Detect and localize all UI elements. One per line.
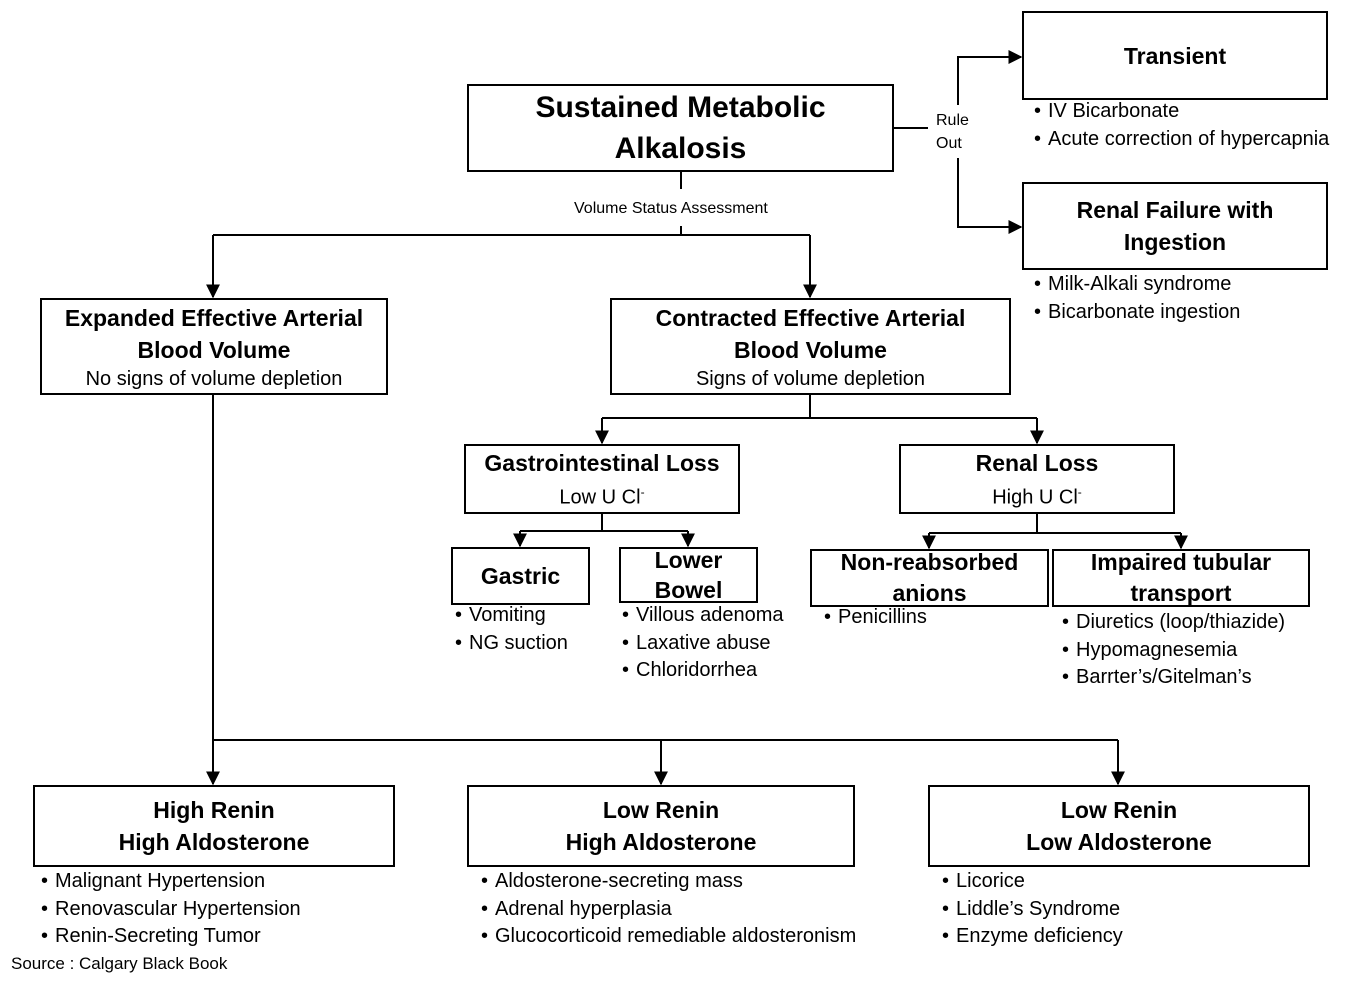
gi-loss-subtitle: Low U Cl- <box>559 479 644 511</box>
lower-bowel-box: Lower Bowel <box>619 547 758 603</box>
non-reabsorbed-list: Penicillins <box>824 604 927 632</box>
list-item: Villous adenoma <box>622 602 784 630</box>
hrha-list: Malignant Hypertension Renovascular Hype… <box>41 868 301 951</box>
non-reabsorbed-box: Non-reabsorbed anions <box>810 549 1049 607</box>
lrha-list: Aldosterone-secreting mass Adrenal hyper… <box>481 868 856 951</box>
root-box: Sustained Metabolic Alkalosis <box>467 84 894 172</box>
hrha-title-1: High Renin <box>153 797 275 823</box>
list-item: Renovascular Hypertension <box>41 896 301 924</box>
gastric-title: Gastric <box>480 563 561 589</box>
high-renin-high-aldo-box: High Renin High Aldosterone <box>33 785 395 867</box>
lrha-title-2: High Aldosterone <box>565 829 757 855</box>
low-renin-high-aldo-box: Low Renin High Aldosterone <box>467 785 855 867</box>
impaired-title-1: Impaired tubular <box>1090 549 1272 575</box>
list-item: IV Bicarbonate <box>1034 98 1329 126</box>
expanded-title-2: Blood Volume <box>137 336 291 363</box>
hrha-title-2: High Aldosterone <box>118 829 310 855</box>
list-item: Bicarbonate ingestion <box>1034 299 1240 327</box>
gi-loss-superscript: - <box>640 485 645 500</box>
rule-out-label: Rule Out <box>936 109 969 155</box>
arrow-to-renal-failure <box>957 158 1023 234</box>
gi-loss-box: Gastrointestinal Loss Low U Cl- <box>464 444 740 514</box>
list-item: Licorice <box>942 868 1123 896</box>
rule-out-line-2: Out <box>936 135 962 152</box>
list-item: Aldosterone-secreting mass <box>481 868 856 896</box>
list-item: Laxative abuse <box>622 630 784 658</box>
renal-loss-subtitle-text: High U Cl <box>992 486 1078 509</box>
root-title: Sustained Metabolic Alkalosis <box>535 91 826 165</box>
low-renin-low-aldo-box: Low Renin Low Aldosterone <box>928 785 1310 867</box>
lrla-list: Licorice Liddle’s Syndrome Enzyme defici… <box>942 868 1123 951</box>
transient-list: IV Bicarbonate Acute correction of hyper… <box>1034 98 1329 153</box>
list-item: Malignant Hypertension <box>41 868 301 896</box>
lrla-title-2: Low Aldosterone <box>1026 829 1212 855</box>
list-item: Milk-Alkali syndrome <box>1034 271 1240 299</box>
expanded-box: Expanded Effective Arterial Blood Volume… <box>40 298 388 395</box>
renal-loss-title: Renal Loss <box>975 450 1099 477</box>
source-note: Source : Calgary Black Book <box>11 954 228 973</box>
list-item: Chloridorrhea <box>622 657 784 685</box>
list-item: Liddle’s Syndrome <box>942 896 1123 924</box>
list-item: Vomiting <box>455 602 568 630</box>
renal-loss-subtitle: High U Cl- <box>992 479 1082 511</box>
gi-loss-title: Gastrointestinal Loss <box>484 450 720 477</box>
lower-bowel-title-1: Lower <box>654 547 723 573</box>
list-item: Hypomagnesemia <box>1062 637 1285 665</box>
contracted-subtitle: Signs of volume depletion <box>695 367 926 390</box>
list-item: Renin-Secreting Tumor <box>41 923 301 951</box>
non-reabsorbed-title-1: Non-reabsorbed <box>840 549 1019 575</box>
list-item: Acute correction of hypercapnia <box>1034 126 1329 154</box>
impaired-box: Impaired tubular transport <box>1052 549 1310 607</box>
gastric-box: Gastric <box>451 547 590 605</box>
impaired-list: Diuretics (loop/thiazide) Hypomagnesemia… <box>1062 609 1285 692</box>
list-item: Penicillins <box>824 604 927 632</box>
volume-status-label: Volume Status Assessment <box>574 197 768 220</box>
impaired-title-2: transport <box>1130 580 1232 606</box>
list-item: Enzyme deficiency <box>942 923 1123 951</box>
renal-failure-list: Milk-Alkali syndrome Bicarbonate ingesti… <box>1034 271 1240 326</box>
contracted-title-1: Contracted Effective Arterial <box>655 304 966 331</box>
renal-failure-title-2: Ingestion <box>1123 229 1227 255</box>
contracted-title-2: Blood Volume <box>734 336 887 363</box>
lrla-title-1: Low Renin <box>1060 797 1178 823</box>
lower-bowel-list: Villous adenoma Laxative abuse Chloridor… <box>622 602 784 685</box>
list-item: Adrenal hyperplasia <box>481 896 856 924</box>
non-reabsorbed-title-2: anions <box>892 580 967 606</box>
rule-out-line-1: Rule <box>936 112 969 129</box>
list-item: Glucocorticoid remediable aldosteronism <box>481 923 856 951</box>
list-item: NG suction <box>455 630 568 658</box>
lower-bowel-title-2: Bowel <box>654 577 723 603</box>
lrha-title-1: Low Renin <box>602 797 720 823</box>
renal-failure-title-1: Renal Failure with <box>1076 197 1274 223</box>
expanded-subtitle: No signs of volume depletion <box>85 367 343 390</box>
renal-loss-superscript: - <box>1077 485 1082 500</box>
list-item: Barrter’s/Gitelman’s <box>1062 664 1285 692</box>
transient-title: Transient <box>1123 42 1227 69</box>
renal-loss-box: Renal Loss High U Cl- <box>899 444 1175 514</box>
renal-failure-box: Renal Failure with Ingestion <box>1022 182 1328 270</box>
list-item: Diuretics (loop/thiazide) <box>1062 609 1285 637</box>
contracted-box: Contracted Effective Arterial Blood Volu… <box>610 298 1011 395</box>
expanded-title-1: Expanded Effective Arterial <box>64 304 364 331</box>
gastric-list: Vomiting NG suction <box>455 602 568 657</box>
gi-loss-subtitle-text: Low U Cl <box>559 486 641 509</box>
arrow-to-transient <box>957 50 1023 105</box>
transient-box: Transient <box>1022 11 1328 100</box>
